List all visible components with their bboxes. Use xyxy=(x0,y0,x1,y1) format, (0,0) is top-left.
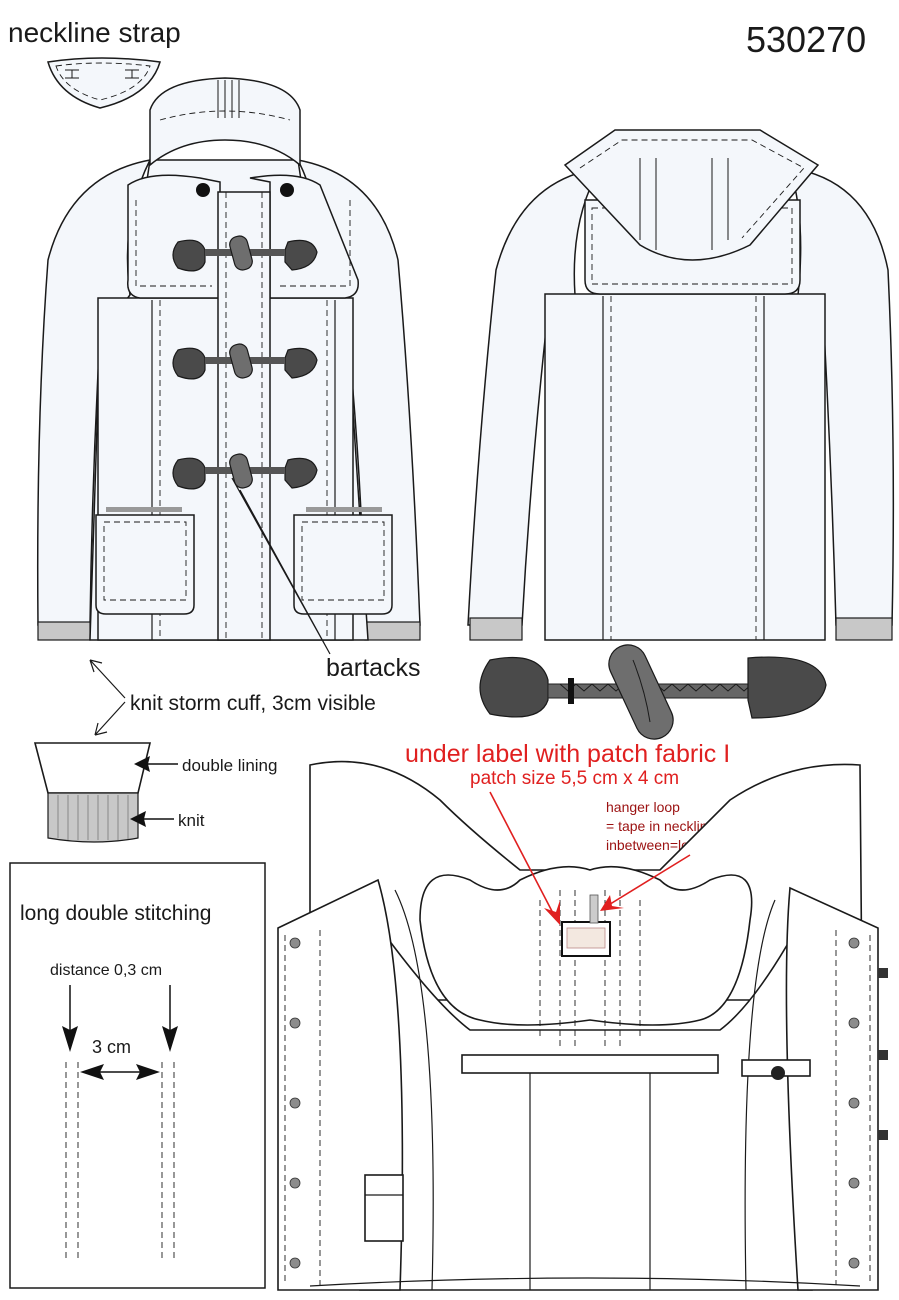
hanger-loop-arrow xyxy=(606,854,691,907)
front-pockets xyxy=(95,507,393,615)
knit-cuff-label: knit storm cuff, 3cm visible xyxy=(130,692,376,715)
stitch-box-title: long double stitching xyxy=(20,902,211,925)
stitch-width-label: 3 cm xyxy=(92,1037,131,1057)
neckline-strap-detail xyxy=(47,57,161,109)
back-right-cuff xyxy=(835,617,893,641)
cuff-arrow-up xyxy=(89,659,126,699)
hanger-loop-label-1: hanger loop xyxy=(606,799,680,815)
patch-size-label: patch size 5,5 cm x 4 cm xyxy=(470,768,679,789)
under-label-title: under label with patch fabric I xyxy=(405,740,730,768)
cuff-arrow-down xyxy=(94,701,126,736)
back-left-cuff xyxy=(469,617,523,641)
toggle-detail xyxy=(479,644,827,740)
front-left-cuff xyxy=(37,621,91,641)
label-arrow xyxy=(489,791,556,918)
double-lining-label: double lining xyxy=(182,756,277,775)
cuff-detail xyxy=(33,742,152,843)
bartack-pointer xyxy=(231,477,331,655)
bartacks-label: bartacks xyxy=(326,654,420,682)
back-view xyxy=(467,129,895,641)
front-view xyxy=(36,77,421,641)
hanger-loop xyxy=(589,894,599,924)
front-right-cuff xyxy=(364,621,421,641)
stitch-box: long double stitching distance 0,3 cm 3 … xyxy=(9,862,266,1289)
hood-button-left xyxy=(196,183,210,197)
front-toggles xyxy=(172,235,318,490)
hood-button-right xyxy=(280,183,294,197)
style-number: 530270 xyxy=(746,19,866,60)
neckline-strap-label: neckline strap xyxy=(8,17,181,48)
stitch-distance-label: distance 0,3 cm xyxy=(50,962,162,979)
knit-label: knit xyxy=(178,811,205,830)
inside-view xyxy=(277,760,888,1291)
